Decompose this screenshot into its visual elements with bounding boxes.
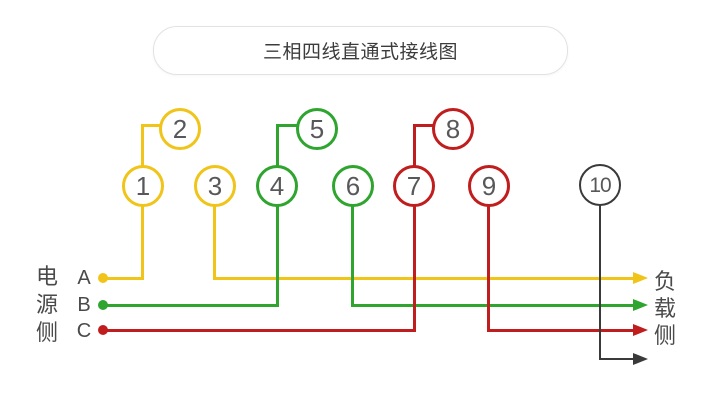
phase-b-arrow-icon	[633, 299, 648, 311]
neutral-arrow-icon	[633, 353, 648, 365]
wire-phase-c-load-horizontal	[487, 329, 634, 332]
source-side-char-2: 源	[36, 292, 59, 317]
wire-phase-a-source-horizontal	[102, 277, 144, 280]
wire-phase-a-to-terminal-1	[141, 206, 144, 280]
diagram-title-pill: 三相四线直通式接线图	[153, 26, 568, 75]
terminal-2-number: 2	[172, 114, 188, 144]
phase-b-start-dot	[98, 300, 108, 310]
wire-jumper-4-5-vertical	[276, 124, 279, 166]
wire-neutral-load-horizontal	[599, 358, 634, 360]
diagram-title: 三相四线直通式接线图	[262, 42, 458, 63]
terminal-3-number: 3	[207, 171, 223, 201]
terminal-5-number: 5	[309, 114, 325, 144]
phase-c-label: C	[76, 320, 92, 342]
terminal-9-number: 9	[481, 171, 497, 201]
terminal-7-number: 7	[406, 171, 422, 201]
wire-terminal-3-down	[213, 206, 216, 280]
load-side-char-1: 负	[654, 269, 677, 294]
source-side-char-3: 侧	[36, 320, 59, 345]
wire-jumper-7-8-horizontal	[413, 124, 435, 127]
phase-b-label: B	[77, 294, 91, 316]
phase-a-start-dot	[98, 273, 108, 283]
phase-a-arrow-icon	[633, 272, 648, 284]
wire-jumper-1-2-horizontal	[141, 124, 162, 127]
phase-c-start-dot	[98, 325, 108, 335]
terminal-10-number: 10	[589, 173, 611, 197]
wire-phase-a-load-horizontal	[213, 277, 634, 280]
wire-terminal-6-down	[351, 206, 354, 307]
source-side-char-1: 电	[36, 264, 59, 289]
terminal-5: 5	[296, 108, 338, 150]
terminal-2: 2	[159, 108, 201, 150]
wire-phase-b-load-horizontal	[351, 304, 634, 307]
wire-neutral-terminal-10-down	[599, 205, 601, 360]
source-side-label: 电 源 侧	[36, 263, 58, 347]
phase-c-arrow-icon	[633, 324, 648, 336]
wire-phase-b-to-terminal-4	[276, 206, 279, 307]
wire-phase-c-source-horizontal	[102, 329, 416, 332]
terminal-9: 9	[468, 165, 510, 207]
terminal-4-number: 4	[269, 171, 285, 201]
load-side-char-3: 侧	[654, 323, 677, 348]
wire-jumper-7-8-vertical	[413, 124, 416, 166]
load-side-char-2: 载	[654, 296, 677, 321]
terminal-10: 10	[579, 164, 621, 206]
phase-a-label: A	[77, 267, 91, 289]
load-side-label: 负 载 侧	[654, 268, 676, 349]
terminal-8-number: 8	[445, 114, 461, 144]
terminal-1: 1	[122, 165, 164, 207]
terminal-6-number: 6	[345, 171, 361, 201]
terminal-8: 8	[432, 108, 474, 150]
terminal-6: 6	[332, 165, 374, 207]
wire-jumper-4-5-horizontal	[276, 124, 298, 127]
wire-jumper-1-2-vertical	[141, 124, 144, 166]
wire-phase-c-to-terminal-7	[413, 206, 416, 332]
terminal-1-number: 1	[135, 171, 151, 201]
terminal-7: 7	[393, 165, 435, 207]
terminal-4: 4	[256, 165, 298, 207]
wire-phase-b-source-horizontal	[102, 304, 279, 307]
wire-terminal-9-down	[487, 206, 490, 332]
terminal-3: 3	[194, 165, 236, 207]
